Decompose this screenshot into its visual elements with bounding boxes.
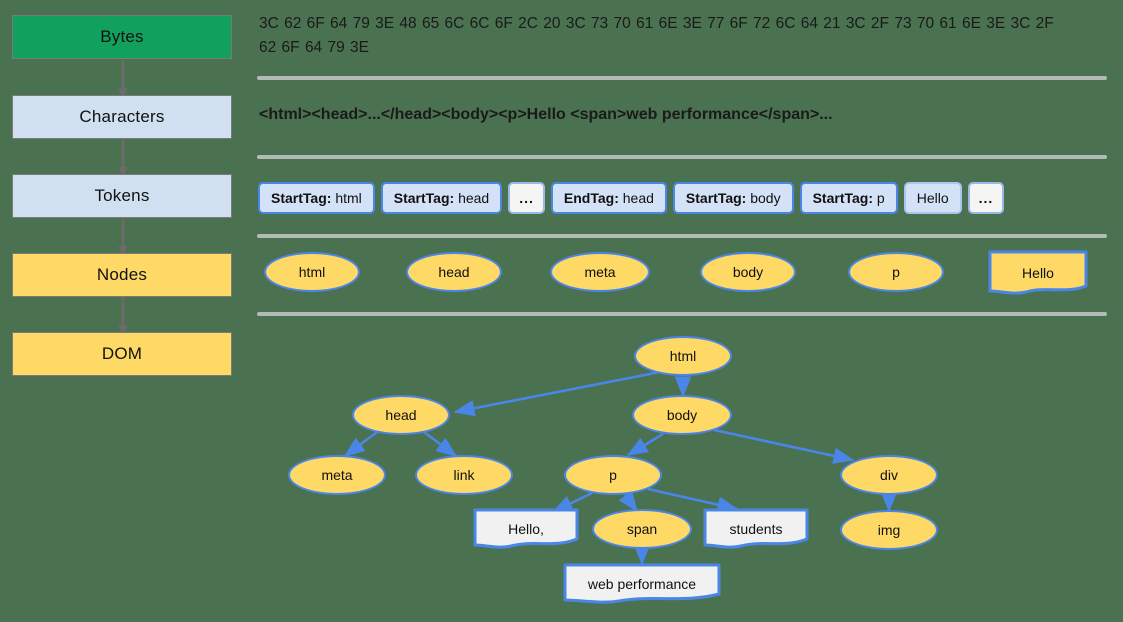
pipeline-arrow-tokens-to-nodes (117, 218, 129, 260)
token-kind: EndTag: (563, 190, 619, 206)
note-shape (703, 508, 809, 549)
edge-p-students (647, 487, 739, 513)
token-starttag-body[interactable]: StartTag: body (672, 182, 794, 214)
tree-node-p[interactable]: p (564, 455, 662, 495)
tree-node-label: head (385, 407, 417, 423)
separator-tokens-nodes (257, 234, 1107, 238)
tree-node-text-web-performance[interactable]: web performance (563, 563, 721, 605)
token-endtag-head[interactable]: EndTag: head (550, 182, 667, 214)
tree-node-span[interactable]: span (592, 509, 692, 549)
token-kind: StartTag: (685, 190, 747, 206)
token-value: body (750, 190, 781, 206)
pipeline-stage-tokens[interactable]: Tokens (12, 174, 232, 218)
tree-node-html[interactable]: html (634, 336, 732, 376)
pipeline-stage-label: Bytes (100, 27, 144, 46)
pipeline-arrow-bytes-to-characters (117, 60, 129, 102)
separator-bytes-characters (257, 76, 1107, 80)
tree-node-head[interactable]: head (352, 395, 450, 435)
pipeline-stage-nodes[interactable]: Nodes (12, 253, 232, 297)
token-value: head (458, 190, 490, 206)
bytes-hex-text: 3C 62 6F 64 79 3E 48 65 6C 6C 6F 2C 20 3… (259, 15, 1054, 56)
token-starttag-p[interactable]: StartTag: p (799, 182, 898, 214)
tree-node-label: link (453, 467, 475, 483)
edge-html-head (453, 370, 661, 417)
token-kind: StartTag: (812, 190, 874, 206)
note-shape (563, 563, 721, 604)
tree-node-img[interactable]: img (840, 510, 938, 550)
edge-head-link (423, 430, 458, 458)
token-value: head (622, 190, 654, 206)
pipeline-stage-label: Nodes (96, 265, 148, 284)
pipeline-stage-label: DOM (101, 344, 143, 363)
node-p[interactable]: p (848, 252, 944, 292)
token-kind: StartTag: (271, 190, 332, 206)
token-value: html (335, 190, 362, 206)
tree-node-label: Hello, (508, 521, 544, 537)
tree-node-label: div (880, 467, 898, 483)
tree-node-text-hello[interactable]: Hello, (473, 508, 579, 550)
note-shape (988, 250, 1088, 295)
tokens-row: StartTag: html StartTag: head ... EndTag… (258, 182, 1005, 214)
parsing-pipeline: Bytes Characters Tokens (0, 0, 250, 400)
separator-nodes-dom (257, 312, 1107, 316)
tree-node-meta[interactable]: meta (288, 455, 386, 495)
token-starttag-head[interactable]: StartTag: head (380, 182, 503, 214)
pipeline-arrow-nodes-to-dom (117, 297, 129, 339)
pipeline-stage-bytes[interactable]: Bytes (12, 15, 232, 59)
token-starttag-html[interactable]: StartTag: html (258, 182, 375, 214)
pipeline-stage-characters[interactable]: Characters (12, 95, 232, 139)
tree-node-div[interactable]: div (840, 455, 938, 495)
tree-node-link[interactable]: link (415, 455, 513, 495)
edge-body-p (626, 432, 664, 457)
token-kind: StartTag: (393, 190, 455, 206)
edge-head-meta (343, 430, 378, 458)
tree-node-text-students[interactable]: students (703, 508, 809, 550)
pipeline-arrow-characters-to-tokens (117, 139, 129, 181)
token-text-hello[interactable]: Hello (903, 182, 962, 214)
tree-node-label: html (669, 348, 697, 364)
token-value: Hello (916, 190, 949, 206)
note-shape (473, 508, 579, 549)
tree-node-label: span (626, 521, 658, 537)
token-value: p (876, 190, 885, 206)
separator-characters-tokens (257, 155, 1107, 159)
tree-node-label: web performance (587, 576, 697, 592)
token-ellipsis-2[interactable]: ... (967, 182, 1005, 214)
token-value: ... (519, 190, 534, 206)
tree-node-body[interactable]: body (632, 395, 732, 435)
edge-body-div (713, 428, 855, 465)
tree-node-label: p (609, 467, 617, 483)
token-value: ... (978, 190, 994, 206)
characters-markup-text: <html><head>...</head><body><p>Hello <sp… (259, 106, 833, 123)
tree-node-label: img (877, 522, 901, 538)
pipeline-stage-label: Characters (79, 107, 165, 126)
token-ellipsis-1[interactable]: ... (508, 182, 545, 214)
tree-node-label: meta (321, 467, 353, 483)
tree-node-label: body (666, 407, 698, 423)
tree-node-label: students (729, 521, 783, 537)
pipeline-stage-dom[interactable]: DOM (12, 332, 232, 376)
pipeline-stage-label: Tokens (94, 186, 150, 205)
